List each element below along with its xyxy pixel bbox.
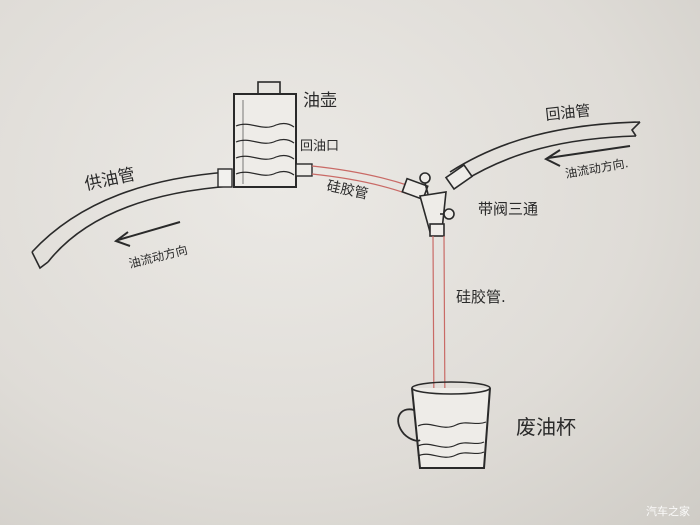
return-port-nozzle xyxy=(295,163,313,177)
label-silicone-tube-top: 硅胶管 xyxy=(325,177,370,202)
flow-arrow-right xyxy=(543,145,631,167)
label-flow-direction-left: 油流动方向 xyxy=(127,242,189,271)
valve-tee xyxy=(401,163,474,237)
label-valve-tee: 带阀三通 xyxy=(478,200,538,218)
label-return-pipe: 回油管 xyxy=(545,101,592,124)
watermark: 汽车之家 xyxy=(646,505,690,518)
label-waste-oil-cup: 废油杯 xyxy=(516,415,576,439)
label-return-port: 回油口 xyxy=(300,139,339,154)
supply-pipe-end xyxy=(217,168,233,188)
silicone-tube-upper xyxy=(311,165,411,195)
waste-oil-cup xyxy=(397,381,491,469)
label-supply-pipe: 供油管 xyxy=(83,165,137,195)
label-silicone-tube-bottom: 硅胶管. xyxy=(456,288,506,306)
label-fuel-can: 油壶 xyxy=(303,91,337,111)
label-flow-direction-right: 油流动方向. xyxy=(564,155,629,181)
flow-arrow-left xyxy=(113,221,181,247)
fuel-can xyxy=(233,81,297,188)
return-pipe xyxy=(449,121,641,183)
supply-pipe xyxy=(31,171,233,270)
